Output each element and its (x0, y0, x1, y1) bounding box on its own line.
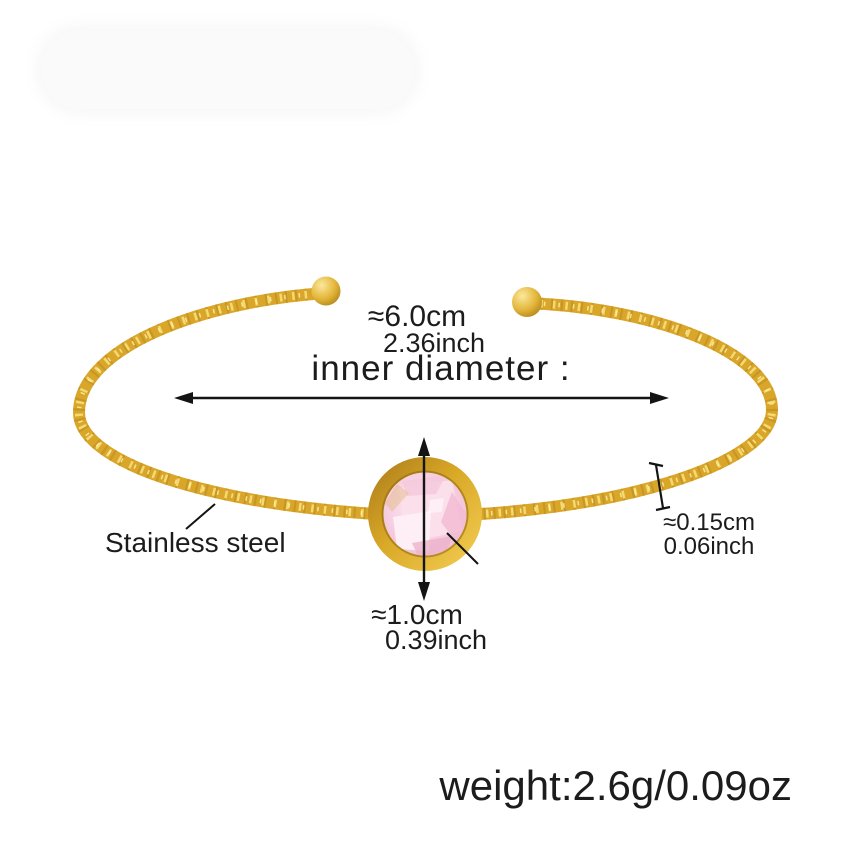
arrow-right-head-icon (650, 392, 669, 404)
weight-label: weight:2.6g/0.09oz (439, 762, 792, 809)
watermark-blob (42, 31, 414, 109)
band-texture-notches (76, 290, 775, 519)
stone-diameter-inch-label: 0.39inch (384, 625, 488, 655)
left-ball-end (311, 276, 341, 306)
band-thickness-gauge (648, 461, 671, 512)
inner-diameter-cm-label: ≈6.0cm (367, 300, 467, 333)
arrow-left-head-icon (174, 392, 193, 404)
material-leader-line (185, 503, 216, 530)
inner-diameter-title: inner diameter : (311, 349, 571, 388)
arrow-down-head-icon (418, 582, 430, 601)
band-thickness-label: ≈0.15cm 0.06inch (663, 511, 755, 559)
arrow-up-head-icon (418, 437, 430, 456)
annotations (174, 392, 671, 601)
inner-diameter-arrow (174, 392, 669, 404)
stone-diameter-arrow (418, 437, 430, 601)
band-thickness-cm-label: ≈0.15cm (663, 509, 755, 536)
material-label: Stainless steel (105, 527, 286, 558)
stone-leader-line (446, 532, 479, 565)
stone-facets (385, 475, 467, 556)
right-ball-end (512, 287, 542, 317)
band-thickness-inch-label: 0.06inch (663, 533, 755, 560)
inner-diameter-inch-label: 2.36inch (382, 328, 486, 358)
stone-diameter-cm-label: ≈1.0cm (371, 599, 463, 630)
